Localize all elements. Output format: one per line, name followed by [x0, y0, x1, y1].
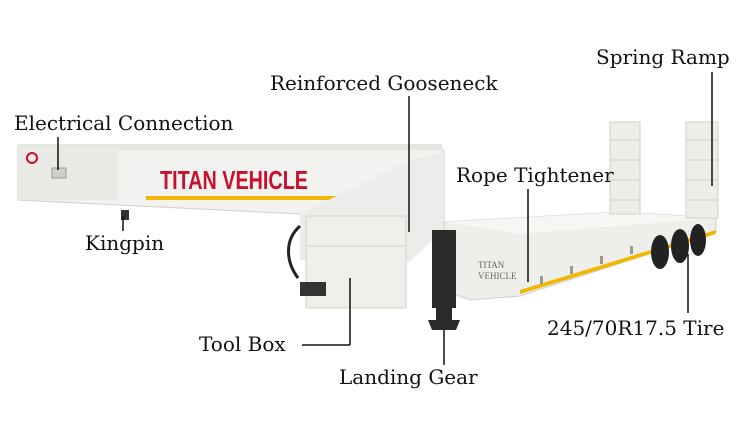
callout-landing-gear: Landing Gear [339, 365, 478, 389]
rear-wheels [651, 224, 706, 269]
front-emblem [26, 152, 38, 164]
callout-spring-ramp: Spring Ramp [596, 45, 730, 69]
callout-rope-tightener: Rope Tightener [456, 163, 614, 187]
callout-tool-box: Tool Box [199, 332, 286, 356]
side-text-line-1: TITAN [478, 260, 505, 270]
callout-electrical-connection: Electrical Connection [14, 111, 234, 135]
callout-kingpin: Kingpin [85, 231, 165, 255]
spring-ramp-right [685, 121, 719, 219]
front-support [300, 282, 326, 296]
hydraulic-hose [287, 224, 302, 279]
landing-gear-shape [428, 230, 460, 330]
spring-ramp-left [609, 121, 641, 215]
callout-tire: 245/70R17.5 Tire [547, 316, 725, 340]
front-panel [18, 146, 118, 200]
gooseneck-top-surface [18, 144, 442, 150]
lower-deck-top [444, 212, 716, 234]
gooseneck-stripe-yellow [146, 196, 345, 200]
electrical-socket [51, 167, 67, 179]
brand-text: TITAN VEHICLE [160, 165, 308, 195]
side-text-line-2: VEHICLE [478, 271, 517, 281]
callout-reinforced-gooseneck: Reinforced Gooseneck [270, 71, 498, 95]
kingpin-shape [121, 210, 129, 220]
